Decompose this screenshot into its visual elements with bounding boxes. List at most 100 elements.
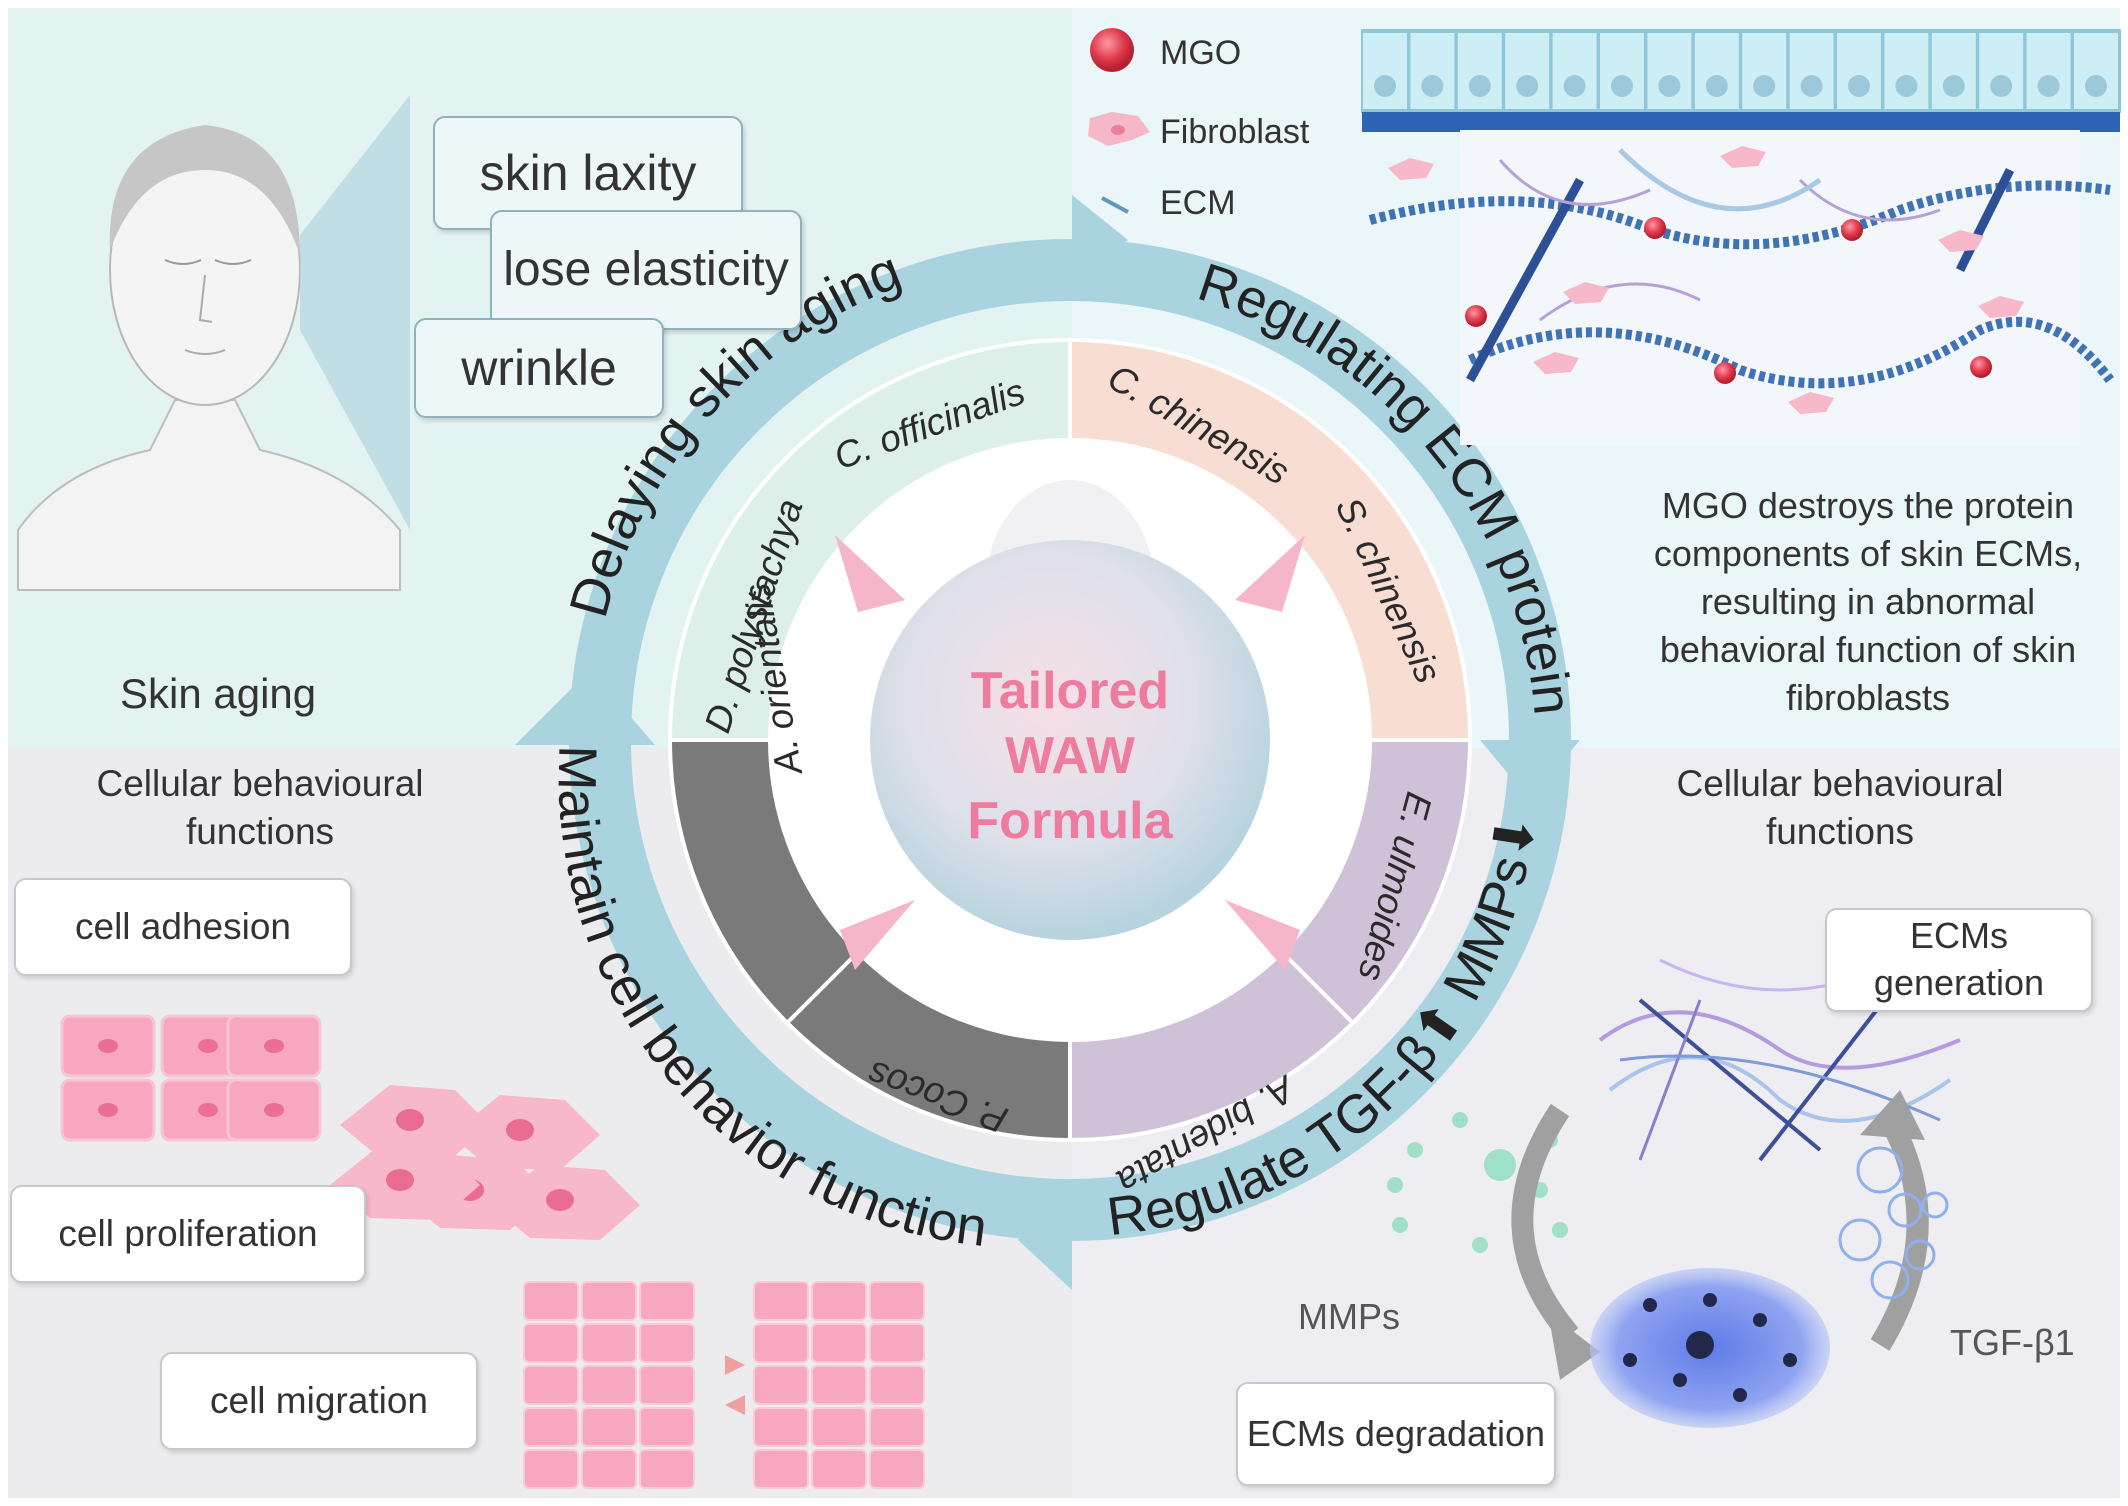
cell-migration-label: cell migration (160, 1352, 478, 1450)
epithelial-cell (1740, 31, 1789, 111)
ecm-generation-label: ECMs generation (1825, 908, 2093, 1012)
migrating-cell-right (869, 1323, 925, 1363)
center-label-line3: Formula (967, 792, 1173, 850)
migrating-cell-left (581, 1281, 637, 1321)
cell-nucleus (546, 1189, 574, 1211)
migrating-cell-right (869, 1449, 925, 1489)
mmp-particle (1407, 1142, 1423, 1158)
migration-arrow-left (725, 1395, 745, 1415)
epithelial-cell (1503, 31, 1552, 111)
pink-arrow-bl (840, 900, 915, 970)
epithelial-nucleus (1658, 75, 1681, 97)
migrating-cell-left (523, 1323, 579, 1363)
epithelial-nucleus (1468, 75, 1491, 97)
tgf-vesicle (1870, 1260, 1910, 1300)
epithelial-cell (1692, 31, 1741, 111)
fibroblast-cell (1720, 146, 1766, 168)
tgf-b1-label: TGF-β1 (1950, 1322, 2075, 1363)
segment-bottom-left (667, 738, 1072, 1143)
cell-nucleus (98, 1103, 118, 1117)
legend-mgo-label: MGO (1160, 34, 1242, 72)
migrating-cell-left (581, 1323, 637, 1363)
cycle-arrow-right (1870, 1114, 1929, 1351)
tgf-vesicle (1904, 1239, 1936, 1271)
migrating-cell-left (639, 1407, 695, 1447)
migrating-cell-left (523, 1449, 579, 1489)
mmp-particle (1387, 1177, 1403, 1193)
cell-nucleus (386, 1169, 414, 1191)
epithelial-cell (2024, 31, 2073, 111)
ring-arrowhead-left (515, 670, 655, 745)
degradation-particle (1623, 1353, 1637, 1367)
epithelial-nucleus (2037, 75, 2060, 97)
tgf-vesicle (1856, 1146, 1904, 1194)
mgo-description: MGO destroys the protein components of s… (1653, 485, 2083, 718)
epithelial-cell (1455, 31, 1504, 111)
zoom-funnel (300, 95, 410, 530)
epithelial-cell (1598, 31, 1646, 111)
degradation-particle (1673, 1373, 1687, 1387)
epithelial-nucleus (1942, 75, 1965, 97)
migrating-cell-left (639, 1365, 695, 1405)
mgo-particle (1644, 217, 1666, 239)
epithelial-cell (2072, 31, 2120, 111)
pink-arrow-tl (835, 535, 905, 612)
cell-nucleus (506, 1119, 534, 1141)
cell-nucleus (264, 1103, 284, 1117)
migrating-cell-right (753, 1449, 809, 1489)
fibroblast-cell (1563, 282, 1609, 304)
migrating-cell-left (639, 1281, 695, 1321)
cycle-arrow-left-head (1548, 1312, 1600, 1380)
mgo-particle (1465, 305, 1487, 327)
mmp-particle (1472, 1237, 1488, 1253)
epithelial-cell (1361, 31, 1409, 111)
epithelial-nucleus (1753, 75, 1776, 97)
epithelial-cell (1882, 31, 1931, 111)
fibroblast-cell (1788, 392, 1834, 414)
fibroblast-cell (1388, 158, 1434, 180)
epithelial-nucleus (1848, 75, 1870, 97)
migrating-cell-left (523, 1365, 579, 1405)
migrating-cell-right (869, 1281, 925, 1321)
cell-nucleus (198, 1039, 218, 1053)
migrating-cell-left (581, 1449, 637, 1489)
cycle-arrow-left (1511, 1103, 1579, 1343)
mgo-particle (1841, 219, 1863, 241)
migrating-cell-left (523, 1407, 579, 1447)
aging-face-illustration (17, 125, 401, 591)
epithelial-nucleus (1516, 75, 1539, 97)
cell-nucleus (198, 1103, 218, 1117)
epithelial-cell (1977, 31, 2026, 111)
ecm-fibers (1368, 148, 2114, 389)
epithelial-cell (1835, 31, 1883, 111)
legend-ecm-label: ECM (1160, 184, 1236, 222)
migrating-cell-left (581, 1407, 637, 1447)
epithelial-nucleus (1563, 75, 1586, 97)
center-label-line2: WAW (1005, 727, 1136, 785)
migrating-cell-left (523, 1281, 579, 1321)
migrating-cell-right (869, 1365, 925, 1405)
migrating-cell-right (753, 1407, 809, 1447)
epithelial-nucleus (1895, 75, 1918, 97)
tgf-vesicles (1838, 1146, 1949, 1300)
degradation-particle (1703, 1293, 1717, 1307)
migrating-cell-left (639, 1323, 695, 1363)
cell-nucleus (98, 1039, 118, 1053)
ecm-markers (1388, 146, 2024, 414)
segment-bottom-right (1068, 738, 1473, 1143)
tgf-vesicle (1887, 1192, 1923, 1228)
migrating-cell-right (811, 1323, 867, 1363)
epithelial-nucleus (1800, 75, 1823, 97)
degradation-particle (1686, 1331, 1714, 1359)
legend-fibroblast-label: Fibroblast (1160, 113, 1310, 151)
adhesion-cells-illustration (60, 1014, 322, 1142)
pink-arrow-br (1225, 900, 1300, 970)
epithelial-nucleus (2085, 75, 2107, 97)
migrating-cell-left (581, 1365, 637, 1405)
degradation-particle (1733, 1388, 1747, 1402)
epithelial-nucleus (1705, 75, 1728, 97)
migrating-cell-right (811, 1281, 867, 1321)
mmp-particle (1484, 1149, 1516, 1181)
epithelial-cell (1550, 31, 1599, 111)
migrating-cell-right (811, 1449, 867, 1489)
